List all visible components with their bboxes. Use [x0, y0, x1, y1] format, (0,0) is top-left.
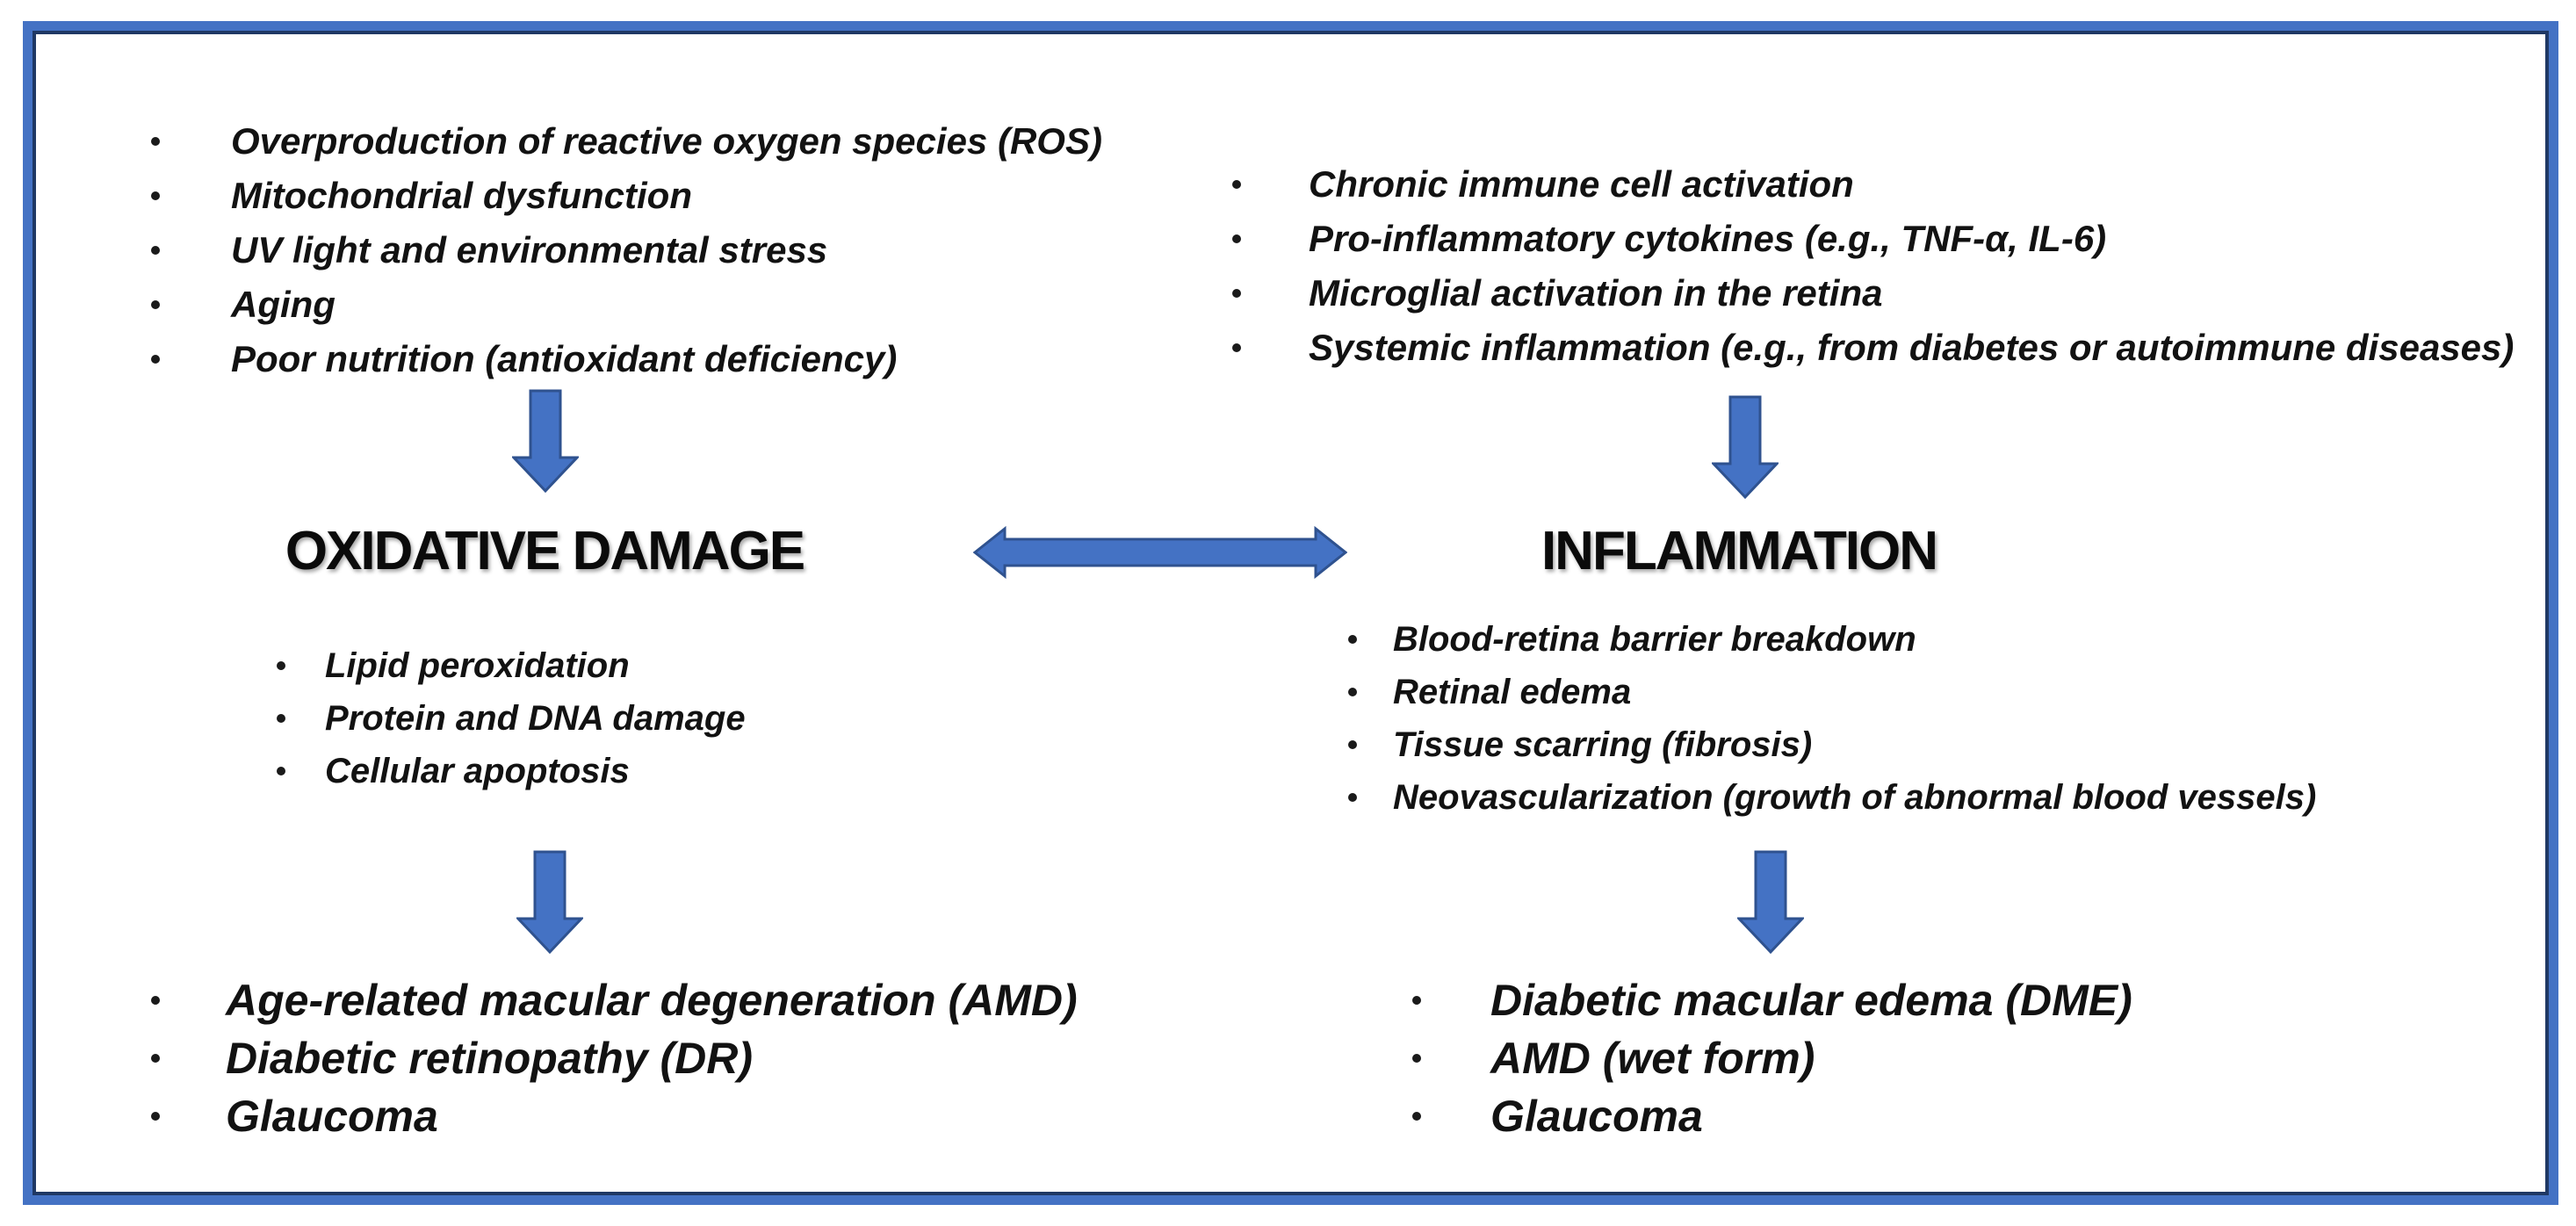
- list-item: Diabetic retinopathy (DR): [151, 1029, 1078, 1087]
- oxidative-causes-list: Overproduction of reactive oxygen specie…: [151, 114, 1102, 386]
- list-item-text: Glaucoma: [1490, 1092, 1703, 1141]
- list-item-text: Pro-inflammatory cytokines (e.g., TNF-α,…: [1309, 218, 2107, 259]
- list-item: Cellular apoptosis: [277, 745, 746, 797]
- list-item: Age-related macular degeneration (AMD): [151, 971, 1078, 1029]
- down-arrow-icon: [1712, 395, 1779, 499]
- list-item-text: Cellular apoptosis: [325, 752, 630, 790]
- list-item-text: Aging: [231, 284, 336, 325]
- list-item: Poor nutrition (antioxidant deficiency): [151, 332, 1102, 386]
- diagram-frame-inner-border: [32, 31, 2549, 1195]
- list-item-text: Protein and DNA damage: [325, 699, 746, 738]
- list-item: Tissue scarring (fibrosis): [1348, 718, 2316, 771]
- double-arrow-icon: [973, 525, 1347, 580]
- list-item-text: Diabetic retinopathy (DR): [226, 1034, 754, 1083]
- list-item-text: Microglial activation in the retina: [1309, 272, 1883, 314]
- list-item: Neovascularization (growth of abnormal b…: [1348, 771, 2316, 824]
- list-item: Mitochondrial dysfunction: [151, 169, 1102, 223]
- list-item-text: Age-related macular degeneration (AMD): [226, 976, 1078, 1025]
- down-arrow-icon: [516, 850, 583, 954]
- list-item-text: Poor nutrition (antioxidant deficiency): [231, 338, 898, 379]
- list-item-text: Chronic immune cell activation: [1309, 163, 1854, 205]
- list-item-text: Retinal edema: [1393, 673, 1632, 711]
- list-item: Diabetic macular edema (DME): [1412, 971, 2132, 1029]
- list-item: Systemic inflammation (e.g., from diabet…: [1232, 321, 2514, 375]
- inflammation-effects-list: Blood-retina barrier breakdown Retinal e…: [1348, 613, 2316, 824]
- list-item: Chronic immune cell activation: [1232, 157, 2514, 212]
- inflammation-causes-list: Chronic immune cell activation Pro-infla…: [1232, 157, 2514, 375]
- list-item-text: Tissue scarring (fibrosis): [1393, 725, 1813, 764]
- list-item: Blood-retina barrier breakdown: [1348, 613, 2316, 666]
- down-arrow-icon: [512, 389, 579, 493]
- diagram-frame: [23, 21, 2558, 1205]
- list-item: Glaucoma: [151, 1087, 1078, 1145]
- list-item-text: Diabetic macular edema (DME): [1490, 976, 2132, 1025]
- list-item: Lipid peroxidation: [277, 639, 746, 692]
- list-item: UV light and environmental stress: [151, 223, 1102, 278]
- oxidative-diseases-list: Age-related macular degeneration (AMD) D…: [151, 971, 1078, 1145]
- list-item-text: UV light and environmental stress: [231, 229, 828, 270]
- list-item: Glaucoma: [1412, 1087, 2132, 1145]
- list-item: Microglial activation in the retina: [1232, 266, 2514, 321]
- down-arrow-icon: [1737, 850, 1804, 954]
- oxidative-damage-title: OXIDATIVE DAMAGE: [285, 521, 805, 581]
- list-item: Pro-inflammatory cytokines (e.g., TNF-α,…: [1232, 212, 2514, 266]
- list-item-text: Glaucoma: [226, 1092, 438, 1141]
- list-item: Protein and DNA damage: [277, 692, 746, 745]
- list-item: Overproduction of reactive oxygen specie…: [151, 114, 1102, 169]
- list-item-text: Blood-retina barrier breakdown: [1393, 620, 1916, 659]
- list-item-text: AMD (wet form): [1490, 1034, 1815, 1083]
- list-item: Retinal edema: [1348, 666, 2316, 718]
- list-item-text: Mitochondrial dysfunction: [231, 175, 692, 216]
- list-item: AMD (wet form): [1412, 1029, 2132, 1087]
- list-item-text: Lipid peroxidation: [325, 646, 630, 685]
- oxidative-effects-list: Lipid peroxidation Protein and DNA damag…: [277, 639, 746, 797]
- inflammation-title: INFLAMMATION: [1541, 521, 1938, 581]
- list-item-text: Neovascularization (growth of abnormal b…: [1393, 778, 2317, 817]
- list-item-text: Systemic inflammation (e.g., from diabet…: [1309, 327, 2515, 368]
- list-item-text: Overproduction of reactive oxygen specie…: [231, 120, 1102, 162]
- list-item: Aging: [151, 278, 1102, 332]
- inflammation-diseases-list: Diabetic macular edema (DME) AMD (wet fo…: [1412, 971, 2132, 1145]
